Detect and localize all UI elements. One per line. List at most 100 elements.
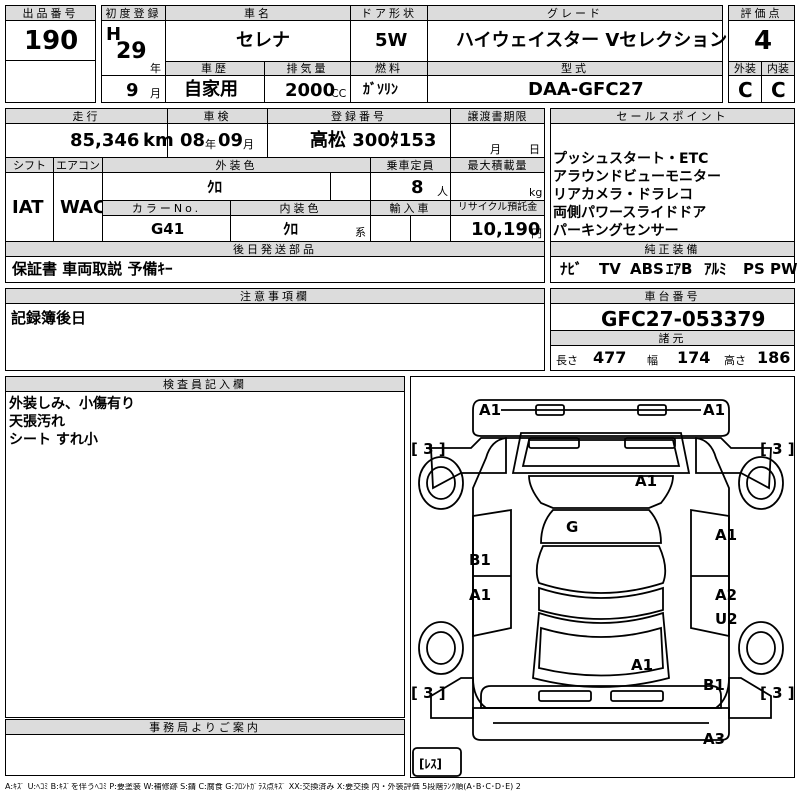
color-no-label: カラーNo. — [102, 200, 231, 216]
transfer-label: 譲渡書期限 — [450, 108, 545, 124]
equipment-item: ｴｱB — [666, 260, 693, 278]
notes-value: 記録簿後日 — [11, 309, 87, 327]
damage-mark-a3-rear-bumper: A3 — [703, 730, 726, 748]
plate-label: 登録番号 — [267, 108, 451, 124]
inspection-year: 08 — [180, 130, 206, 151]
tire-depth-rear-right: [ 3 ] — [760, 684, 795, 702]
notes-label: 注意事項欄 — [5, 288, 545, 304]
grade-value: ハイウェイスター Vセレクション — [456, 30, 728, 51]
mileage-label: 走行 — [5, 108, 168, 124]
chassis-label: 車台番号 — [550, 288, 795, 304]
sales-points-cell: プッシュスタート・ETC アラウンドビューモニター リアカメラ・ドラレコ 両側パ… — [550, 123, 795, 242]
displacement-label: 排気量 — [264, 61, 351, 76]
inspector-label: 検査員記入欄 — [5, 376, 405, 392]
door-cell: 5W — [350, 20, 428, 62]
import-cell-right — [410, 215, 451, 242]
interior-value: C — [771, 78, 786, 102]
equipment-item: TV — [599, 260, 621, 278]
office-label: 事務局よりご案内 — [5, 719, 405, 735]
int-color-label: 内装色 — [230, 200, 371, 216]
damage-code-legend: A:ｷｽﾞ U:ﾍｺﾐ B:ｷｽﾞを伴うﾍｺﾐ P:要塗装 W:補修跡 S:錆 … — [5, 783, 521, 791]
damage-mark-a1-left-rear: A1 — [469, 586, 492, 604]
inspection-year-unit: 年 — [205, 138, 216, 151]
ext-color-cell: ｸﾛ — [102, 172, 331, 201]
notes-cell: 記録簿後日 — [5, 303, 545, 371]
later-parts-label: 後日発送部品 — [5, 241, 545, 257]
history-cell: 自家用 — [165, 75, 265, 103]
reg-month-value: 9 — [126, 80, 139, 101]
era-mark: H — [106, 24, 122, 45]
fuel-value: ｶﾞｿﾘﾝ — [363, 82, 398, 98]
int-color-unit: 系 — [355, 226, 366, 239]
damage-mark-b1-left-door: B1 — [469, 551, 491, 569]
displacement-unit: CC — [331, 87, 347, 100]
mileage-unit: km — [143, 130, 174, 151]
first-reg-year-cell: H 29 年 — [101, 20, 166, 76]
shift-cell: IAT — [5, 172, 54, 242]
sales-point-item: アラウンドビューモニター — [553, 169, 721, 185]
shift-value: IAT — [12, 197, 44, 218]
damage-mark-u2-right-rear: U2 — [715, 610, 738, 628]
door-value: 5W — [375, 30, 408, 51]
grade-label: グレード — [427, 5, 723, 21]
load-cell: kg — [450, 172, 545, 201]
tire-depth-front-left: [ 3 ] — [411, 440, 446, 458]
shift-label: シフト — [5, 157, 54, 173]
import-cell-left — [370, 215, 411, 242]
equipment-item: PW — [770, 260, 798, 278]
car-name-label: 車名 — [165, 5, 351, 21]
tire-depth-rear-left: [ 3 ] — [411, 684, 446, 702]
damage-mark-a1-right-door: A1 — [715, 526, 738, 544]
exterior-label: 外装 — [728, 61, 762, 76]
inspection-month: 09 — [218, 130, 244, 151]
inspector-line: シート すれ小 — [9, 432, 98, 448]
first-reg-label: 初度登録 — [101, 5, 166, 21]
lot-number-cell: 190 — [5, 20, 96, 61]
recycle-value: 10,190 — [471, 219, 541, 240]
sales-points-list: プッシュスタート・ETC アラウンドビューモニター リアカメラ・ドラレコ 両側パ… — [553, 150, 721, 240]
first-reg-month-cell: 9 月 — [101, 75, 166, 103]
specs-label: 諸元 — [550, 330, 795, 346]
damage-mark-a1-rear: A1 — [631, 656, 654, 674]
displacement-value: 2000 — [285, 80, 336, 101]
chassis-value: GFC27-053379 — [601, 307, 766, 331]
model-cell: DAA-GFC27 — [427, 75, 723, 103]
later-parts-cell: 保証書 車両取説 予備ｷｰ — [5, 256, 545, 283]
equipment-item: ﾅﾋﾞ — [560, 260, 583, 278]
car-name-cell: セレナ — [165, 20, 351, 62]
specs-cell: 長さ 477 幅 174 高さ 186 — [550, 345, 795, 371]
score-cell: 4 — [728, 20, 795, 62]
reg-year-value: 29 — [116, 39, 147, 64]
office-cell — [5, 734, 405, 776]
equipment-cell: ﾅﾋﾞ TV ABS ｴｱB ｱﾙﾐ PS PW — [550, 256, 798, 283]
model-value: DAA-GFC27 — [528, 79, 644, 100]
capacity-value: 8 — [411, 177, 424, 198]
displacement-cell: 2000 CC — [264, 75, 351, 103]
capacity-unit: 人 — [437, 185, 448, 198]
grade-cell: ハイウェイスター Vセレクション — [427, 20, 727, 62]
sales-points-label: セールスポイント — [550, 108, 795, 124]
car-outline-icon — [412, 399, 784, 777]
inspection-label: 車検 — [167, 108, 268, 124]
damage-mark-g-windshield: G — [566, 518, 579, 536]
recycle-cell: 10,190 円 — [450, 215, 545, 242]
int-color-cell: ｸﾛ 系 — [230, 215, 371, 242]
color-no-value: G41 — [151, 220, 185, 238]
ext-color-extra-cell — [330, 172, 371, 201]
load-unit: kg — [529, 186, 543, 199]
spare-tire-mark: [ﾚｽ] — [419, 757, 442, 771]
door-label: ドア形状 — [350, 5, 428, 21]
exterior-value: C — [738, 78, 753, 102]
equipment-item: ｱﾙﾐ — [704, 260, 727, 278]
width-label: 幅 — [647, 354, 658, 367]
interior-label: 内装 — [761, 61, 795, 76]
recycle-label: リサイクル預託金 — [450, 200, 545, 216]
length-value: 477 — [593, 348, 627, 367]
damage-mark-a1-front-left: A1 — [479, 401, 502, 419]
inspector-cell: 外装しみ、小傷有り 天張汚れ シート すれ小 — [5, 391, 405, 718]
inspection-month-unit: 月 — [243, 138, 254, 151]
chassis-cell: GFC27-053379 — [550, 303, 795, 331]
ext-color-value: ｸﾛ — [207, 178, 223, 196]
plate-value: 高松 300ﾀ153 — [310, 130, 437, 151]
reg-month-unit: 月 — [150, 87, 161, 100]
